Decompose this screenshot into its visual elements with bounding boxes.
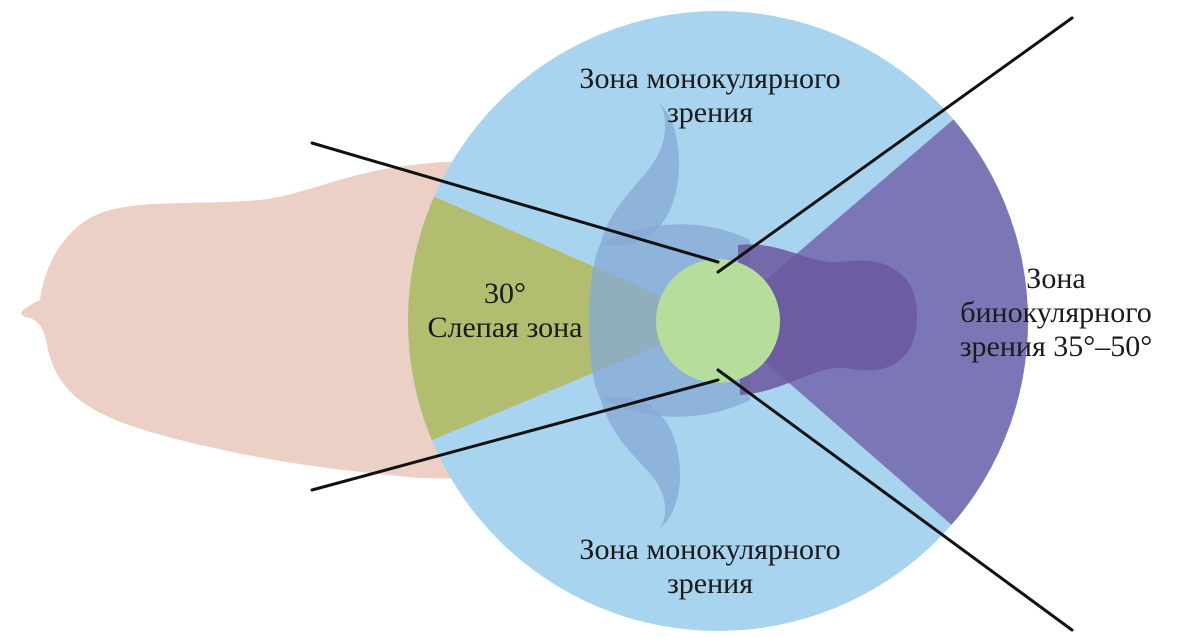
monocular-bottom-line2: зрения xyxy=(666,567,754,600)
monocular-bottom-line1: Зона монокулярного xyxy=(579,533,841,566)
binocular-boundary-upper xyxy=(716,16,1074,274)
blind-zone-name: Слепая зона xyxy=(427,311,583,344)
binocular-zone xyxy=(718,18,1028,630)
upper-ear xyxy=(600,102,680,246)
lower-ear xyxy=(600,396,681,530)
blind-boundary-lower xyxy=(310,378,720,492)
blind-boundary-upper xyxy=(310,141,720,264)
binocular-boundary-lower xyxy=(716,368,1074,632)
binocular-line2: бинокулярного xyxy=(960,296,1152,329)
binocular-zone-label: Зона бинокулярного зрения 35°–50° xyxy=(940,262,1172,364)
zone-boundary-lines xyxy=(310,16,1074,632)
monocular-top-line1: Зона монокулярного xyxy=(579,62,841,95)
blind-zone-angle: 30° xyxy=(484,277,526,310)
blind-zone-label: 30° Слепая зона xyxy=(405,277,605,345)
monocular-zone-top-label: Зона монокулярного зрения xyxy=(540,62,880,130)
binocular-line3: зрения 35°–50° xyxy=(959,330,1153,363)
monocular-zone-bottom-label: Зона монокулярного зрения xyxy=(540,533,880,601)
center-circle xyxy=(656,259,780,383)
animal-body xyxy=(21,160,521,480)
binocular-line1: Зона xyxy=(1026,262,1086,295)
monocular-top-line2: зрения xyxy=(666,96,754,129)
snout-marking xyxy=(738,244,918,395)
